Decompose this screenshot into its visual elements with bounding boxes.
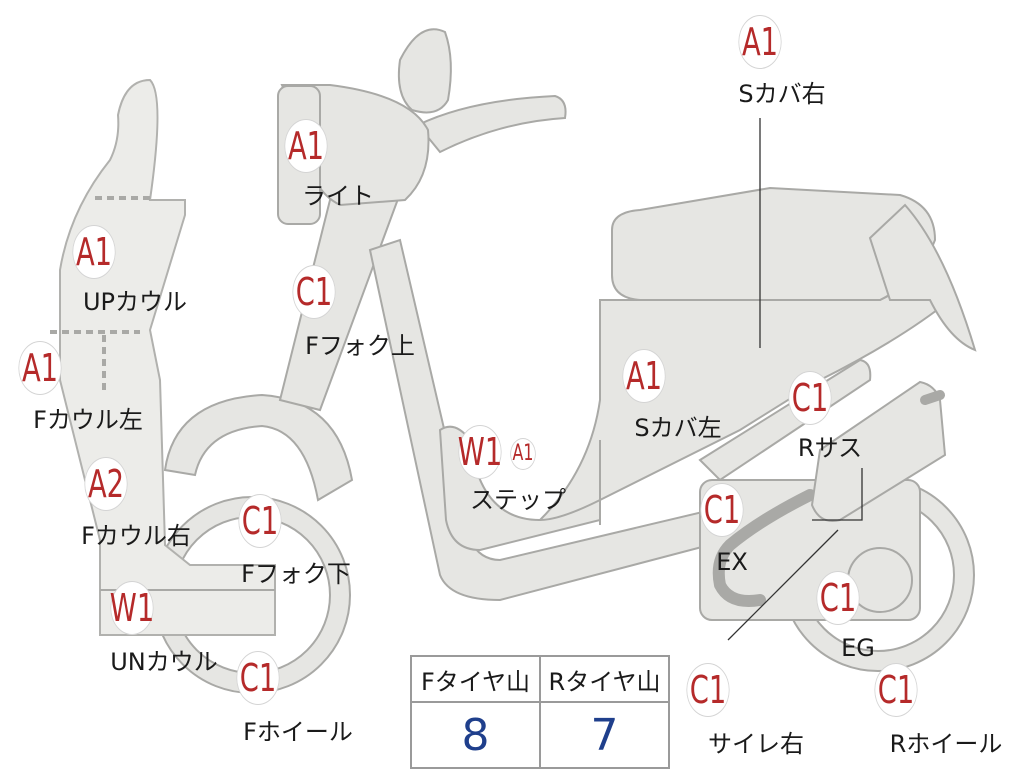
label-exhaust: EX xyxy=(716,548,748,576)
windscreen-drawing xyxy=(397,28,452,114)
badge-step-a1: A1 xyxy=(511,439,535,469)
leader-rear-suspension xyxy=(812,468,863,521)
label-s-cover-left: Sカバ左 xyxy=(634,414,722,442)
badge-front-fork-lower: C1 xyxy=(239,495,281,547)
badge-front-wheel: C1 xyxy=(237,652,279,704)
badge-step-w1: W1 xyxy=(458,426,502,478)
label-front-fork-lower: Fフォク下 xyxy=(241,560,351,588)
leader-silencer xyxy=(727,529,839,641)
label-rear-wheel: Rホイール xyxy=(889,730,1003,758)
label-rear-suspension: Rサス xyxy=(797,434,863,462)
tail-drawing xyxy=(868,203,977,352)
tire-table-header-row: Fタイヤ山 Rタイヤ山 xyxy=(410,655,670,703)
badge-rear-suspension: C1 xyxy=(789,372,831,424)
tire-table-value-row: 8 7 xyxy=(410,701,670,769)
side-cover-drawing xyxy=(537,268,952,522)
badge-engine: C1 xyxy=(817,572,859,624)
front-fender-drawing xyxy=(163,393,354,502)
label-front-wheel: Fホイール xyxy=(243,718,353,746)
front-tire-header: Fタイヤ山 xyxy=(410,655,541,703)
badge-s-cover-left: A1 xyxy=(623,350,665,402)
label-s-cover-right: Sカバ右 xyxy=(738,80,826,108)
badge-light: A1 xyxy=(285,120,327,172)
handlebar-drawing xyxy=(416,94,567,154)
badge-front-cowl-right: A2 xyxy=(85,458,127,510)
badge-rear-wheel: C1 xyxy=(875,664,917,716)
seat-drawing xyxy=(611,186,937,301)
badge-exhaust: C1 xyxy=(701,484,743,536)
badge-silencer-right: C1 xyxy=(687,664,729,716)
label-front-cowl-right: Fカウル右 xyxy=(81,522,191,550)
label-front-fork-upper: Fフォク上 xyxy=(305,332,415,360)
front-tire-value: 8 xyxy=(410,701,541,769)
label-un-cowl: UNカウル xyxy=(110,648,218,676)
badge-up-cowl: A1 xyxy=(73,226,115,278)
label-silencer-right: サイレ右 xyxy=(708,730,804,758)
silencer-drawing xyxy=(810,380,947,522)
label-light: ライト xyxy=(302,182,374,210)
label-step: ステップ xyxy=(470,486,566,514)
badge-front-cowl-left: A1 xyxy=(19,342,61,394)
badge-s-cover-right: A1 xyxy=(739,16,781,68)
label-front-cowl-left: Fカウル左 xyxy=(33,406,143,434)
label-engine: EG xyxy=(841,634,875,662)
rear-tire-header: Rタイヤ山 xyxy=(539,655,670,703)
badge-front-fork-upper: C1 xyxy=(293,266,335,318)
exhaust-pipe-drawing xyxy=(712,489,816,607)
tire-tread-table: Fタイヤ山 Rタイヤ山 8 7 xyxy=(410,655,670,769)
label-up-cowl: UPカウル xyxy=(82,288,188,316)
badge-un-cowl: W1 xyxy=(110,582,154,634)
rear-tire-value: 7 xyxy=(539,701,670,769)
